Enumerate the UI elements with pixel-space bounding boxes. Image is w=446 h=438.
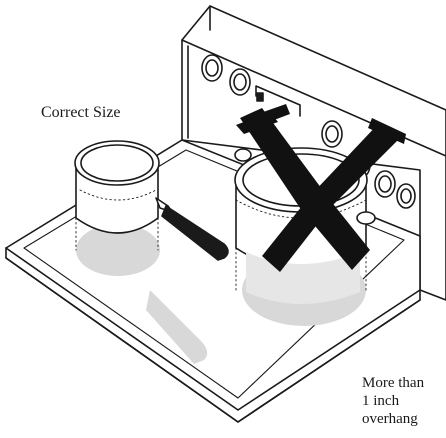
knob-6	[396, 183, 416, 209]
overhang-label: More than 1 inch overhang	[362, 374, 424, 428]
correct-size-label: Correct Size	[41, 104, 121, 121]
overhang-label-line-2: 1 inch	[362, 393, 400, 409]
knob-2	[229, 68, 251, 96]
overhang-label-line-3: overhang	[362, 411, 418, 427]
knob-1	[201, 54, 223, 82]
x-icon	[236, 104, 406, 272]
pot-handle-left	[234, 148, 252, 162]
indicator-light	[256, 92, 264, 102]
knob-5	[374, 170, 396, 198]
correct-size-pan	[74, 140, 229, 364]
overhang-label-line-1: More than	[362, 375, 425, 391]
handle-shadow	[146, 290, 208, 364]
burner-shadow-left	[76, 224, 160, 276]
knob-3	[321, 120, 343, 148]
pot-handle-right	[356, 211, 376, 225]
